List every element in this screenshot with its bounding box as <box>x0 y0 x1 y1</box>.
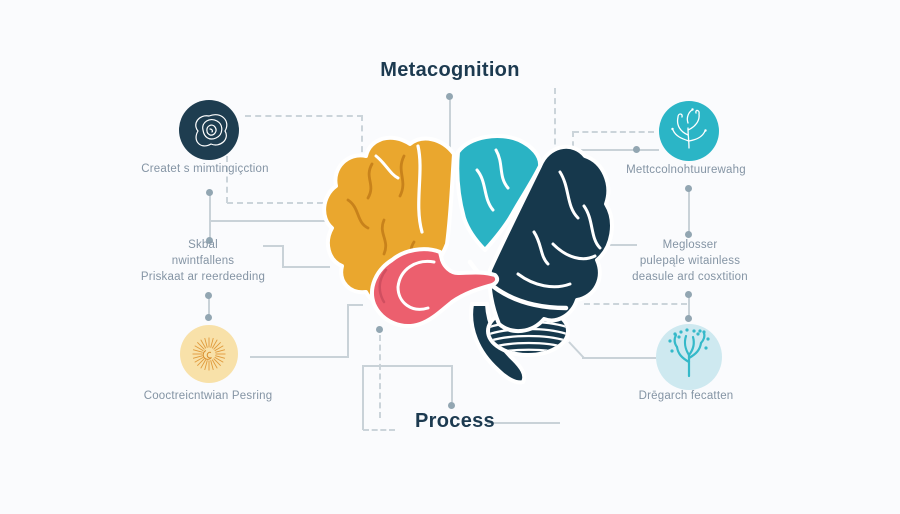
title-process: Process <box>415 410 495 432</box>
connector-line <box>688 189 690 234</box>
connector-dashed <box>226 115 228 203</box>
connector-dashed <box>379 335 381 418</box>
connector-line <box>209 193 211 239</box>
connector-dot <box>205 314 212 321</box>
node-circle-bottom-left <box>180 325 238 383</box>
branch-tree-icon <box>673 331 706 378</box>
label-top-left: Createt s mimtingiçction <box>141 163 269 175</box>
text-block-right-line3: deasule ard cosxtition <box>632 270 748 283</box>
connector-dot <box>685 185 692 192</box>
connector-dashed <box>363 429 395 431</box>
temporal-gyri <box>378 259 436 311</box>
connector-dot <box>206 189 213 196</box>
connector-dot <box>685 291 692 298</box>
connector-line <box>263 245 284 247</box>
label-top-right: Mettccolnohtuurewahg <box>626 164 746 176</box>
connector-dot <box>685 315 692 322</box>
parietal-gyri <box>475 148 510 212</box>
occipital-lobe <box>487 145 614 333</box>
connector-dot <box>633 146 640 153</box>
text-block-left-line3: Priskaat ar reerdeeding <box>140 270 266 283</box>
sunburst-spiral-icon <box>192 337 226 371</box>
node-circle-top-left <box>179 100 239 160</box>
connector-dot <box>206 237 213 244</box>
connector-dot <box>448 402 455 409</box>
connector-dashed <box>573 131 654 133</box>
temporal-lobe <box>370 247 500 328</box>
connector-line <box>362 365 364 430</box>
text-block-right-line2: pulepąle witainless <box>639 254 741 267</box>
text-block-left-line2: nwintfallens <box>171 254 235 267</box>
node-circle-bottom-right <box>656 324 722 390</box>
connector-line <box>362 365 453 367</box>
connector-line <box>210 220 377 222</box>
text-block-left: Skbal nwintfallens Priskaat ar reerdeedi… <box>98 238 308 286</box>
text-block-right-line1: Meglosser <box>662 239 718 251</box>
node-circle-top-right <box>659 101 719 161</box>
connector-dashed <box>245 115 363 117</box>
connector-dashed <box>227 202 363 204</box>
frontal-gyri <box>346 144 424 274</box>
connector-line <box>208 296 210 316</box>
brain-illustration <box>322 134 614 385</box>
connector-dot <box>376 326 383 333</box>
connector-line <box>487 422 560 424</box>
scribble-brain-icon <box>195 114 228 147</box>
connector-line <box>449 100 451 162</box>
label-bottom-left: Cooctreicntwian Pesring <box>143 390 273 402</box>
connector-dashed <box>584 303 687 305</box>
connector-dot <box>446 93 453 100</box>
connector-line <box>250 356 349 358</box>
connector-line <box>582 149 659 151</box>
connector-line <box>282 266 330 268</box>
branching-coral-icon <box>672 109 706 149</box>
title-metacognition: Metacognition <box>380 59 520 81</box>
connector-dashed <box>554 88 556 205</box>
connector-line-diagonal <box>568 341 585 359</box>
connector-dot <box>205 292 212 299</box>
connector-line <box>347 304 363 306</box>
parietal-lobe <box>455 134 543 252</box>
connector-line <box>688 295 690 318</box>
text-block-right: Meglosser pulepąle witainless deasule ar… <box>585 238 795 286</box>
connector-dot <box>685 231 692 238</box>
connector-line <box>282 245 284 267</box>
connector-line <box>451 365 453 402</box>
label-bottom-right: Drēgarch fecatten <box>638 390 734 402</box>
connector-line <box>582 357 656 359</box>
text-block-left-line1: Skbal <box>188 239 218 251</box>
connector-line <box>347 304 349 358</box>
